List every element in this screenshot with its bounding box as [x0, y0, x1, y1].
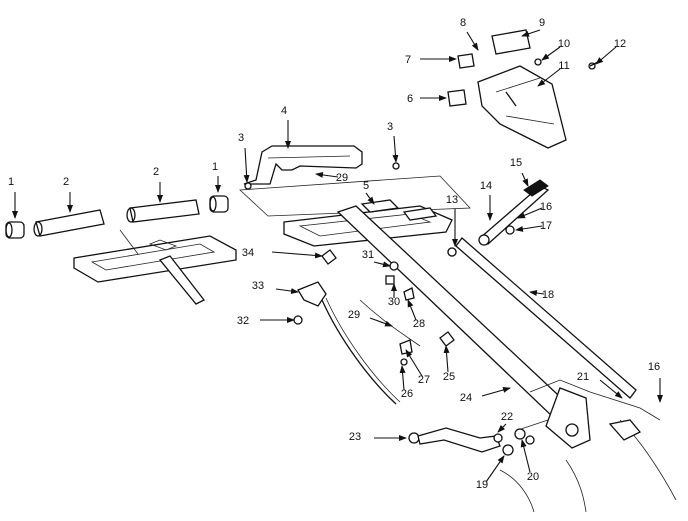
lower-handle-tubes [5, 195, 229, 239]
callout-leader-28 [407, 299, 417, 321]
callout-label-14: 14 [480, 180, 492, 192]
callout-label-3: 3 [387, 121, 393, 133]
callout-leader-5 [365, 192, 375, 205]
callout-label-12: 12 [614, 38, 626, 50]
callout-label-29: 29 [336, 172, 348, 184]
bottom-linkage [408, 419, 677, 513]
callout-label-25: 25 [443, 371, 455, 383]
callout-label-26: 26 [401, 388, 413, 400]
callout-label-10: 10 [558, 38, 570, 50]
callout-label-16: 16 [540, 201, 552, 213]
callout-leader-31 [373, 261, 391, 268]
callout-label-6: 6 [407, 93, 413, 105]
callout-label-34: 34 [242, 247, 254, 259]
callout-leader-18 [529, 290, 545, 296]
callout-leader-29 [369, 317, 393, 327]
callout-leader-3 [392, 135, 399, 163]
callout-leader-8 [466, 31, 479, 51]
callout-label-18: 18 [542, 289, 554, 301]
callout-leader-34 [271, 251, 323, 259]
callout-label-33: 33 [252, 280, 264, 292]
callout-leader-21 [599, 379, 623, 399]
callout-label-7: 7 [405, 54, 411, 66]
callout-label-5: 5 [363, 180, 369, 192]
callout-label-24: 24 [460, 392, 472, 404]
callout-label-3: 3 [238, 132, 244, 144]
main-shaft [336, 205, 661, 449]
callout-label-9: 9 [539, 17, 545, 29]
callout-label-11: 11 [558, 60, 569, 72]
callout-label-22: 22 [501, 411, 513, 423]
control-rod [455, 237, 637, 399]
callout-label-23: 23 [349, 431, 361, 443]
callout-label-16: 16 [648, 361, 660, 373]
callout-leader-27 [405, 349, 423, 377]
upper-handle [239, 145, 471, 217]
callout-label-4: 4 [281, 105, 287, 117]
callout-label-20: 20 [527, 471, 539, 483]
callout-label-32: 32 [237, 315, 249, 327]
callout-label-8: 8 [460, 17, 466, 29]
callout-label-30: 30 [388, 296, 400, 308]
callout-leader-26 [399, 365, 406, 391]
callout-label-2: 2 [63, 176, 69, 188]
small-hardware [244, 162, 457, 366]
callout-leader-11 [537, 68, 561, 87]
callout-leader-24 [481, 387, 511, 397]
control-cover [447, 29, 599, 149]
callout-label-19: 19 [476, 479, 488, 491]
callout-leader-20 [520, 439, 531, 473]
callout-leader-29 [315, 171, 339, 178]
callout-leader-22 [497, 423, 507, 433]
callout-label-21: 21 [577, 371, 589, 383]
callout-leader-10 [541, 46, 561, 61]
left-base-plate [73, 229, 237, 305]
callout-label-15: 15 [510, 157, 522, 169]
callout-label-1: 1 [212, 161, 218, 173]
callout-leader-19 [485, 455, 505, 483]
callout-label-2: 2 [153, 166, 159, 178]
callout-label-29: 29 [348, 309, 360, 321]
callout-label-1: 1 [8, 176, 14, 188]
callout-label-28: 28 [413, 318, 425, 330]
callout-leader-12 [595, 46, 617, 65]
callout-label-27: 27 [418, 374, 430, 386]
callout-leader-3 [243, 147, 250, 183]
callout-leader-16 [517, 207, 543, 219]
callout-leader-15 [521, 172, 529, 187]
callout-leader-9 [521, 29, 541, 37]
callout-leader-25 [443, 345, 450, 373]
callout-label-13: 13 [446, 194, 458, 206]
callout-leader-33 [275, 288, 299, 295]
callout-label-31: 31 [362, 249, 374, 261]
callout-label-17: 17 [540, 220, 552, 232]
callout-leader-17 [515, 225, 543, 232]
